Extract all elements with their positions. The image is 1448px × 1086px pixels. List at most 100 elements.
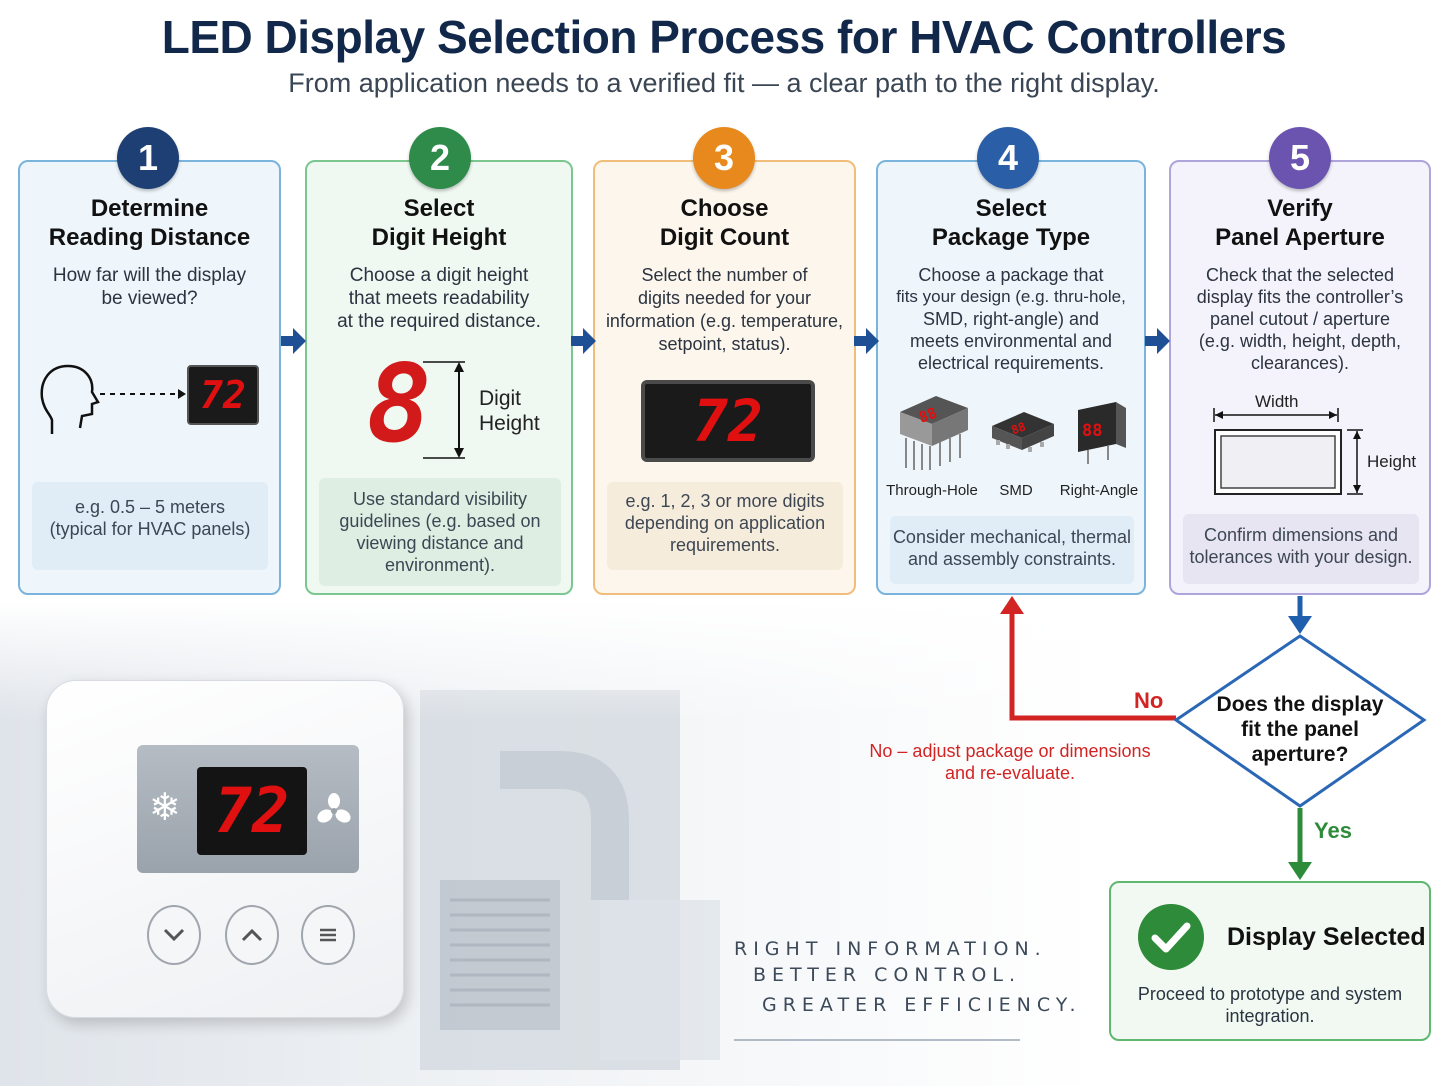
down-button[interactable] — [147, 905, 201, 965]
step-5-card: Verify Panel Aperture Check that the sel… — [1169, 160, 1431, 595]
step-5-desc-line: panel cutout / aperture — [1209, 309, 1391, 329]
step-1-note-line: (typical for HVAC panels) — [49, 519, 251, 539]
step-3-card: Choose Digit Count Select the number of … — [593, 160, 856, 595]
package-label-right-angle: Right-Angle — [1059, 482, 1139, 499]
package-label-smd: SMD — [999, 482, 1033, 499]
arrow-down-icon — [1288, 616, 1312, 634]
decision-question: Does the display fit the panel aperture? — [1210, 692, 1390, 767]
step-3-note-line: requirements. — [669, 535, 781, 555]
step-2-title-line1: Select — [403, 195, 475, 222]
step-2-title-line2: Digit Height — [371, 224, 507, 251]
thermostat-display-panel: ❄ 72 — [137, 745, 359, 873]
menu-button[interactable] — [301, 905, 355, 965]
arrow-up-icon — [1000, 596, 1024, 614]
step-4-title-line2: Package Type — [931, 224, 1091, 251]
display-selected-card: Display Selected Proceed to prototype an… — [1109, 881, 1431, 1041]
step-3-desc-line: digits needed for your — [637, 288, 812, 308]
arrow-right-icon — [571, 328, 596, 354]
step-3-note-line: e.g. 1, 2, 3 or more digits — [625, 491, 825, 511]
step-2-desc-line: Choose a digit height — [349, 265, 529, 286]
fan-icon — [317, 793, 351, 823]
person-head-icon — [40, 364, 100, 434]
viewer-to-display-illustration — [40, 364, 186, 434]
page-subtitle: From application needs to a verified fit… — [288, 68, 1160, 98]
step-4-badge: 4 — [977, 127, 1039, 189]
decision-question-line: Does the display — [1216, 693, 1384, 716]
aperture-width-label: Width — [1255, 392, 1299, 411]
step-1-note: e.g. 0.5 – 5 meters (typical for HVAC pa… — [32, 482, 268, 570]
display-selected-desc: Proceed to prototype and system integrat… — [1111, 983, 1429, 1027]
step-5-note: Confirm dimensions and tolerances with y… — [1183, 514, 1419, 584]
step-2-note-line: Use standard visibility — [352, 489, 528, 509]
check-circle-icon — [1138, 904, 1204, 970]
chevron-up-icon — [241, 928, 263, 941]
no-note: No – adjust package or dimensions and re… — [860, 740, 1160, 784]
step-5-badge: 5 — [1269, 127, 1331, 189]
arrow-down-icon — [1288, 862, 1312, 880]
through-hole-package-icon: 88 — [900, 396, 968, 470]
chevron-down-icon — [163, 928, 185, 941]
decision-question-line: aperture? — [1251, 743, 1349, 766]
step-4-note-line: Consider mechanical, thermal — [892, 527, 1132, 547]
step-1-card: Determine Reading Distance How far will … — [18, 160, 281, 595]
svg-text:88: 88 — [1009, 419, 1027, 437]
step-5-desc-line: Check that the selected — [1205, 265, 1395, 285]
no-note-line: No – adjust package or dimensions — [869, 741, 1151, 761]
arrow-right-icon — [281, 328, 306, 354]
yes-label: Yes — [1314, 818, 1352, 843]
svg-text:88: 88 — [1082, 421, 1102, 441]
step-2-note-line: environment). — [384, 555, 496, 575]
step-1-note-line: e.g. 0.5 – 5 meters — [74, 497, 226, 517]
step-3-title-line2: Digit Count — [659, 224, 790, 251]
step-2-desc-line: at the required distance. — [337, 311, 541, 332]
smd-package-icon: 88 — [992, 412, 1054, 452]
seven-segment-digit: 8 — [366, 342, 432, 467]
step-5-title-line2: Panel Aperture — [1215, 224, 1385, 251]
tagline-line-1: RIGHT INFORMATION. — [734, 938, 1047, 960]
decision-question-line: fit the panel — [1241, 718, 1359, 741]
arrow-right-icon — [1145, 328, 1170, 354]
tagline-line-2: BETTER CONTROL. — [753, 964, 1021, 986]
step-4-desc-line: meets environmental and — [909, 331, 1113, 351]
step-4-desc-line: fits your design (e.g. thru-hole, — [896, 287, 1126, 306]
step-5-desc-line: (e.g. width, height, depth, — [1198, 331, 1402, 351]
step-3-desc-line: information (e.g. temperature, — [605, 311, 844, 331]
menu-icon — [320, 928, 336, 942]
display-selected-desc-line: Proceed to prototype and system — [1137, 984, 1403, 1004]
step-1-badge: 1 — [117, 127, 179, 189]
digit-height-dimension-icon — [423, 361, 465, 459]
thermostat-device: ❄ 72 — [46, 680, 404, 1018]
step-2-badge: 2 — [409, 127, 471, 189]
no-note-line: and re-evaluate. — [944, 763, 1076, 783]
step-2-card: Select Digit Height Choose a digit heigh… — [305, 160, 573, 595]
step-3-desc-line: setpoint, status). — [658, 334, 791, 354]
step-2-desc-line: that meets readability — [348, 288, 530, 309]
decision-diamond — [1173, 634, 1427, 808]
digit-height-label: Digit — [479, 387, 522, 410]
tagline-line-3: GREATER EFFICIENCY. — [762, 994, 1082, 1016]
step-3-badge: 3 — [693, 127, 755, 189]
step-4-title-line1: Select — [975, 195, 1047, 222]
svg-text:88: 88 — [916, 404, 939, 427]
panel-aperture-icon — [1213, 408, 1363, 495]
display-selected-title: Display Selected — [1227, 923, 1426, 951]
snowflake-icon: ❄ — [149, 787, 181, 829]
step-5-note-line: tolerances with your design. — [1189, 547, 1413, 567]
step-2-note-line: guidelines (e.g. based on — [339, 511, 541, 531]
step-1-title-line1: Determine — [90, 195, 209, 222]
package-label-through-hole: Through-Hole — [886, 482, 978, 499]
step-4-note: Consider mechanical, thermal and assembl… — [890, 516, 1134, 584]
step-5-note-line: Confirm dimensions and — [1203, 525, 1399, 545]
right-angle-package-icon: 88 — [1078, 402, 1126, 464]
step-5-desc-line: clearances). — [1250, 353, 1350, 373]
step-4-card: Select Package Type Choose a package tha… — [876, 160, 1146, 595]
no-label: No — [1134, 688, 1164, 713]
digit-height-label: Height — [479, 412, 540, 435]
step-1-desc-line: be viewed? — [101, 288, 198, 309]
thermostat-led-display: 72 — [197, 767, 307, 855]
step-2-note: Use standard visibility guidelines (e.g.… — [319, 478, 561, 586]
arrow-right-icon — [854, 328, 879, 354]
step-3-note: e.g. 1, 2, 3 or more digits depending on… — [607, 482, 843, 570]
up-button[interactable] — [225, 905, 279, 965]
